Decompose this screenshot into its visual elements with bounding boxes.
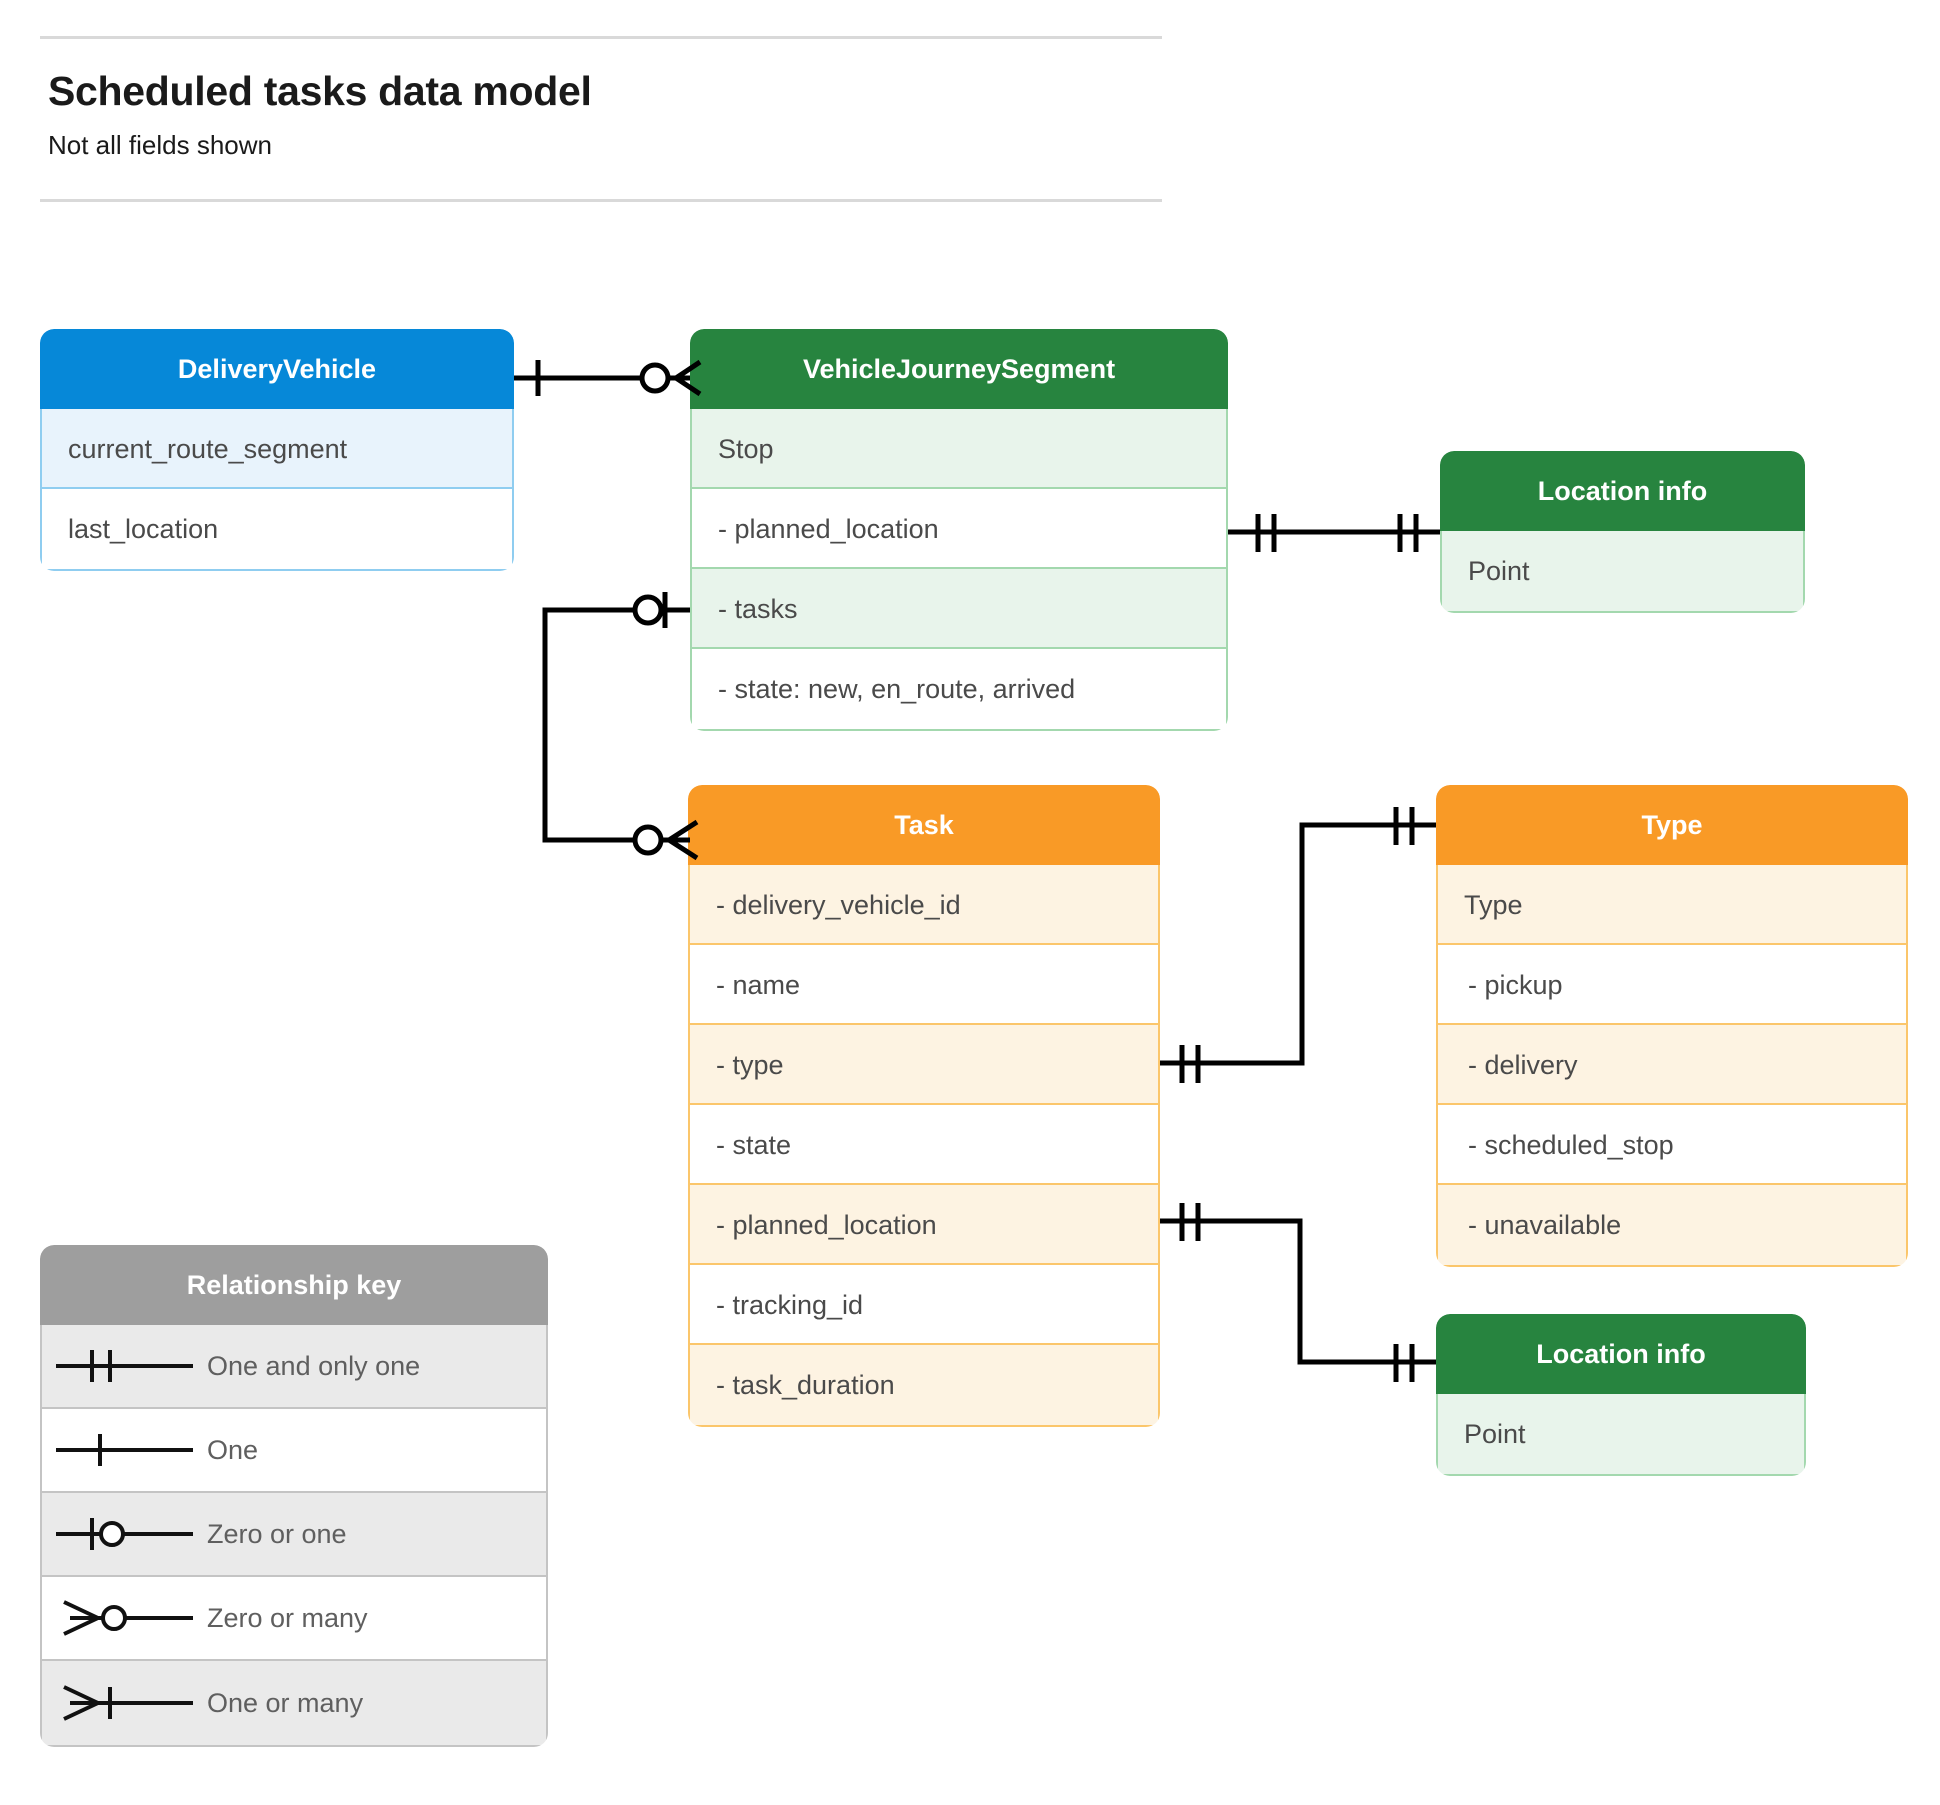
field-row: - tracking_id	[690, 1265, 1158, 1345]
field-row: Point	[1438, 1394, 1804, 1474]
field-row: - tasks	[692, 569, 1226, 649]
field-row: - name	[690, 945, 1158, 1025]
page-subtitle: Not all fields shown	[48, 130, 272, 160]
field-row: - planned_location	[692, 489, 1226, 569]
legend-item-one: One	[42, 1409, 546, 1493]
entity-fields-vehicle-journey-segment: Stop - planned_location - tasks - state:…	[690, 409, 1228, 731]
field-row: - planned_location	[690, 1185, 1158, 1265]
legend-item-zero-or-many: Zero or many	[42, 1577, 546, 1661]
legend-rows: One and only one One	[40, 1325, 548, 1747]
entity-task[interactable]: Task - delivery_vehicle_id - name - type…	[688, 785, 1160, 1427]
connector-delivery-vehicle-to-journey-segment	[514, 359, 702, 397]
entity-location-info-bottom[interactable]: Location info Point	[1436, 1314, 1806, 1476]
field-row: last_location	[42, 489, 512, 569]
entity-type[interactable]: Type Type - pickup - delivery - schedule…	[1436, 785, 1908, 1267]
field-row: Point	[1442, 531, 1803, 611]
field-row: - pickup	[1438, 945, 1906, 1025]
connector-task-type-to-type	[1160, 807, 1436, 1083]
header-divider-bottom	[40, 199, 1162, 202]
field-row: Type	[1438, 865, 1906, 945]
field-row: - type	[690, 1025, 1158, 1105]
legend-item-one-or-many: One or many	[42, 1661, 546, 1745]
entity-title-task: Task	[688, 785, 1160, 865]
entity-fields-delivery-vehicle: current_route_segment last_location	[40, 409, 514, 571]
legend-item-one-and-only-one: One and only one	[42, 1325, 546, 1409]
entity-title-vehicle-journey-segment: VehicleJourneySegment	[690, 329, 1228, 409]
field-row: Stop	[692, 409, 1226, 489]
field-row: - delivery	[1438, 1025, 1906, 1105]
one-and-only-one-icon	[42, 1344, 207, 1388]
entity-title-delivery-vehicle: DeliveryVehicle	[40, 329, 514, 409]
legend-item-label: Zero or many	[207, 1603, 368, 1633]
entity-title-location-info-top: Location info	[1440, 451, 1805, 531]
legend-item-label: Zero or one	[207, 1519, 347, 1549]
entity-fields-task: - delivery_vehicle_id - name - type - st…	[688, 865, 1160, 1427]
zero-or-one-icon	[42, 1512, 207, 1556]
connector-journey-segment-to-location-info-top	[1228, 514, 1440, 552]
zero-or-many-icon	[42, 1596, 207, 1640]
entity-delivery-vehicle[interactable]: DeliveryVehicle current_route_segment la…	[40, 329, 514, 571]
field-row: - state: new, en_route, arrived	[692, 649, 1226, 729]
entity-fields-location-info-bottom: Point	[1436, 1394, 1806, 1476]
field-row: - scheduled_stop	[1438, 1105, 1906, 1185]
legend-item-label: One or many	[207, 1688, 364, 1718]
connector-journey-segment-tasks-to-task	[542, 592, 699, 861]
entity-fields-type: Type - pickup - delivery - scheduled_sto…	[1436, 865, 1908, 1267]
one-or-many-icon	[42, 1681, 207, 1725]
relationship-key-legend[interactable]: Relationship key One and only one	[40, 1245, 548, 1747]
legend-item-label: One and only one	[207, 1351, 421, 1381]
legend-title: Relationship key	[40, 1245, 548, 1325]
field-row: - task_duration	[690, 1345, 1158, 1425]
entity-fields-location-info-top: Point	[1440, 531, 1805, 613]
field-row: - delivery_vehicle_id	[690, 865, 1158, 945]
field-row: - state	[690, 1105, 1158, 1185]
connector-task-planned-location-to-location-info-bottom	[1160, 1203, 1436, 1382]
page-title: Scheduled tasks data model	[48, 68, 592, 114]
entity-title-type: Type	[1436, 785, 1908, 865]
entity-title-location-info-bottom: Location info	[1436, 1314, 1806, 1394]
one-icon	[42, 1428, 207, 1472]
legend-item-zero-or-one: Zero or one	[42, 1493, 546, 1577]
header-divider-top	[40, 36, 1162, 39]
field-row: - unavailable	[1438, 1185, 1906, 1265]
field-row: current_route_segment	[42, 409, 512, 489]
entity-vehicle-journey-segment[interactable]: VehicleJourneySegment Stop - planned_loc…	[690, 329, 1228, 731]
entity-location-info-top[interactable]: Location info Point	[1440, 451, 1805, 613]
legend-item-label: One	[207, 1435, 259, 1465]
